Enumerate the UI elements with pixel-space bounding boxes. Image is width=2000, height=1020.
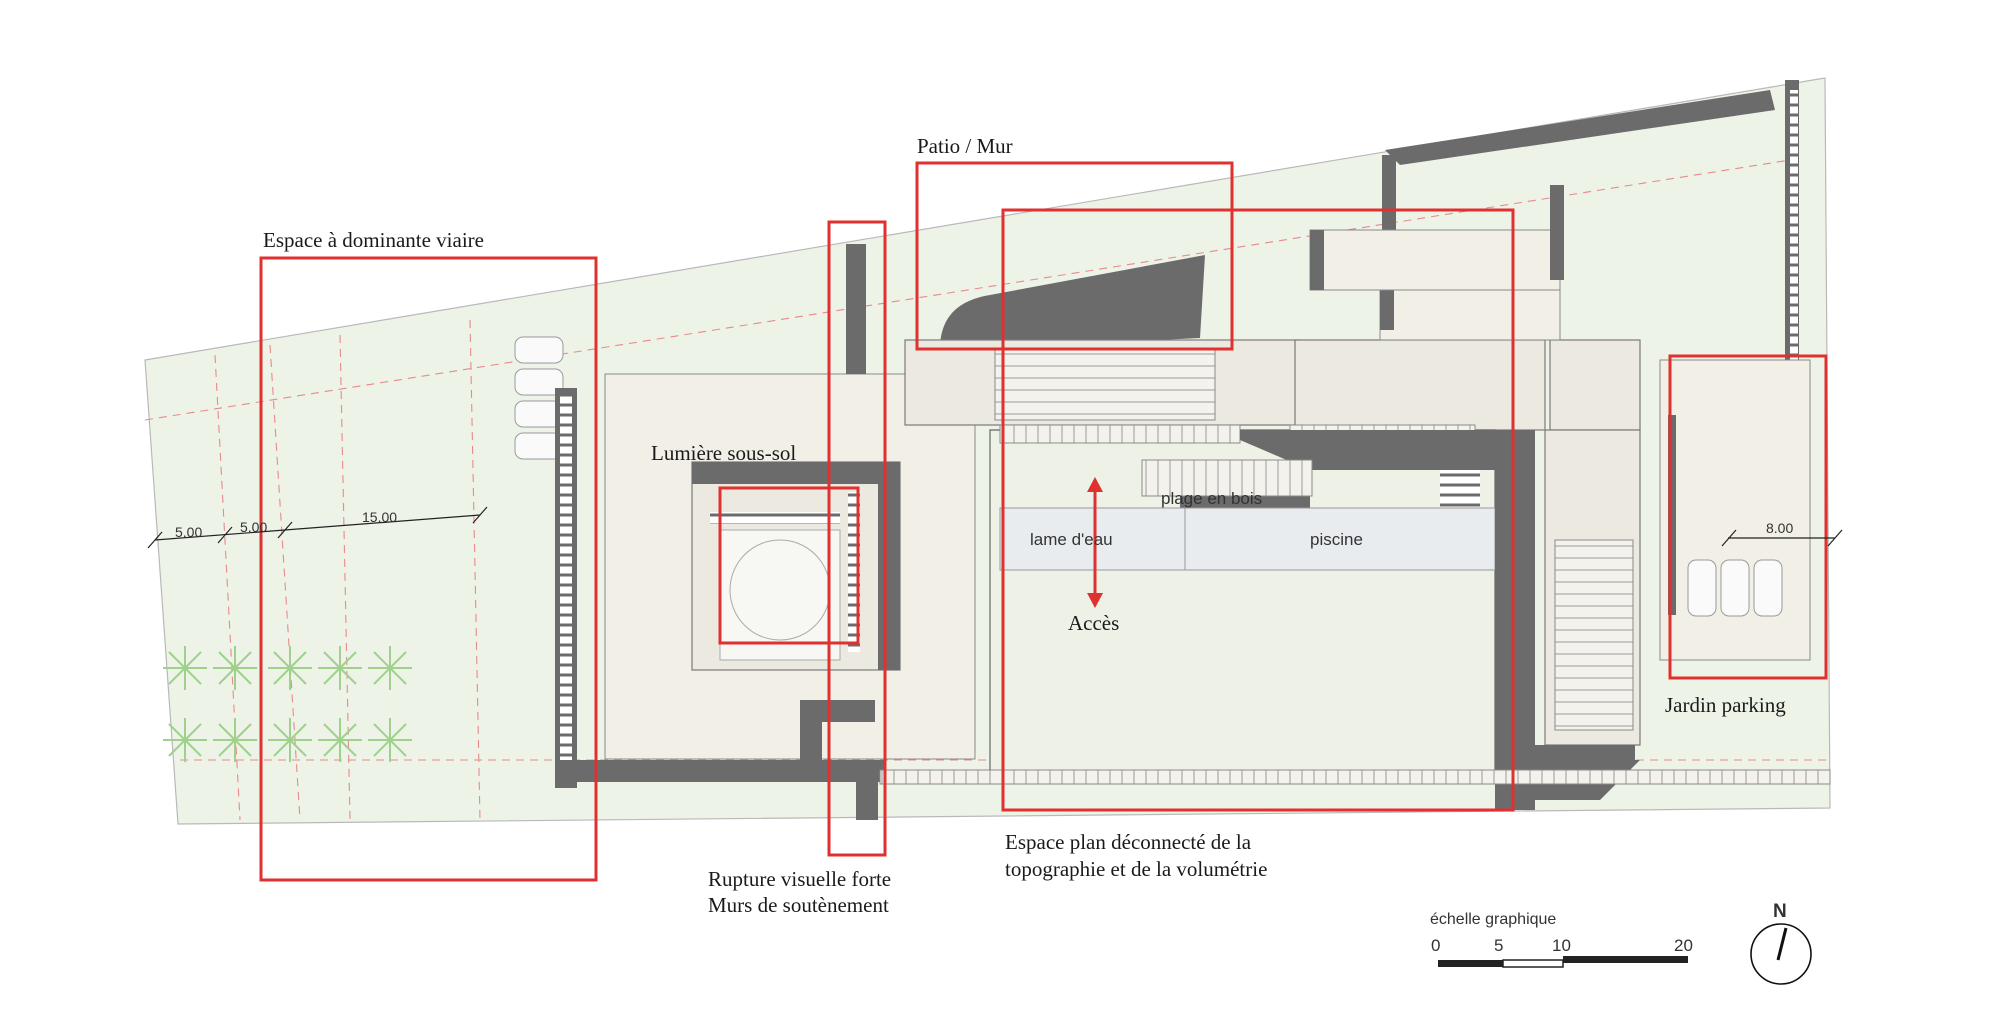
- south-path: [879, 769, 1831, 785]
- scale-tick-10: 10: [1552, 936, 1571, 955]
- label-piscine: piscine: [1310, 530, 1363, 549]
- north-needle-icon: [1776, 927, 1788, 961]
- annot-jardin-parking: Jardin parking: [1665, 693, 1786, 717]
- box-espace-viaire: [259, 256, 598, 882]
- box-espace-plan: [1001, 208, 1515, 812]
- water-blade: [999, 507, 1186, 571]
- trees: [163, 646, 412, 762]
- retaining-wall: [846, 244, 866, 374]
- scale-title: échelle graphique: [1430, 911, 1556, 928]
- dim-text-2: 5.00: [240, 519, 267, 535]
- north-arrow: N: [1750, 901, 1812, 985]
- north-label: N: [1773, 901, 1787, 922]
- box-patio-mur: [915, 161, 1234, 351]
- annot-espace-plan-1: Espace plan déconnecté de la: [1005, 830, 1252, 854]
- north-volumes: [904, 80, 1799, 431]
- scale-tick-5: 5: [1494, 936, 1503, 955]
- scale-tick-0: 0: [1431, 936, 1440, 955]
- annot-espace-viaire: Espace à dominante viaire: [263, 228, 484, 252]
- scale-tick-20: 20: [1674, 936, 1693, 955]
- central-garden: [989, 424, 1535, 810]
- access-arrow: [1087, 477, 1103, 608]
- box-lumiere: [718, 486, 860, 645]
- box-jardin-parking: [1668, 354, 1828, 680]
- annot-rupture-1: Rupture visuelle forte: [708, 867, 891, 891]
- left-parking-cars: [514, 336, 564, 460]
- dim-text-3: 15.00: [362, 509, 397, 525]
- right-parking: [1659, 359, 1811, 661]
- scale-bar: échelle graphique 0 5 10 20: [1430, 911, 1693, 968]
- annot-patio-mur: Patio / Mur: [917, 134, 1013, 158]
- patio-curved-wall: [940, 255, 1205, 350]
- annot-lumiere: Lumière sous-sol: [651, 441, 796, 465]
- dimension-lines: [147, 506, 1843, 549]
- annot-acces: Accès: [1068, 611, 1119, 635]
- label-plage: plage en bois: [1161, 489, 1262, 508]
- annot-espace-plan-2: topographie et de la volumétrie: [1005, 857, 1267, 881]
- annot-rupture-2: Murs de soutènement: [708, 893, 889, 917]
- box-rupture: [827, 220, 887, 857]
- label-lame: lame d'eau: [1030, 530, 1113, 549]
- pool: [1184, 507, 1496, 571]
- dim-text-1: 5.00: [175, 524, 202, 540]
- dim-text-4: 8.00: [1766, 520, 1793, 536]
